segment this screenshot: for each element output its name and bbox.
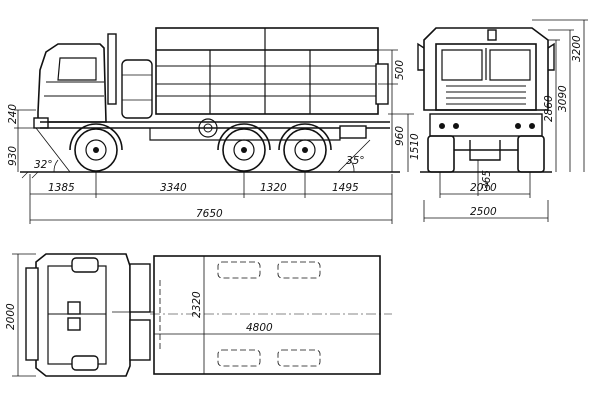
- ground-clearance: 365: [481, 170, 493, 190]
- departure-angle-line: [337, 139, 371, 173]
- middle-wheel: [217, 123, 271, 172]
- front-wheel-plan-right: [71, 355, 99, 371]
- track-width: 2010: [470, 182, 497, 194]
- mid-wheel-plan-left: [217, 261, 261, 279]
- height-three: 3200: [571, 35, 583, 62]
- wheelbase-mid: 3340: [160, 182, 187, 194]
- exhaust-pipe: [107, 33, 117, 105]
- roof-light: [487, 29, 497, 41]
- deck-height: 1510: [409, 133, 421, 160]
- front-left-tire: [427, 135, 455, 173]
- rear-wheel-plan-left: [277, 261, 321, 279]
- cargo-body: [155, 27, 389, 115]
- frame-height: 930: [7, 146, 19, 166]
- cargo-platform: [153, 255, 381, 375]
- cab-front: [435, 43, 537, 111]
- body-width: 2320: [191, 291, 203, 318]
- air-filter: [121, 59, 153, 119]
- wheelbase-front: 1385: [48, 182, 75, 194]
- front-bumper: [33, 117, 49, 129]
- height-two: 3090: [557, 85, 569, 112]
- cab-height: 2860: [543, 95, 555, 122]
- plan-view: 2320 4800 2000: [5, 253, 392, 377]
- bumper-plan: [25, 267, 39, 361]
- spare-wheel: [198, 118, 218, 138]
- cab-plan: [35, 253, 131, 377]
- side-height: 500: [394, 60, 406, 80]
- tool-box: [339, 125, 367, 139]
- cab-window: [57, 57, 97, 81]
- rear-wheel-plan-right: [277, 349, 321, 367]
- overall-width: 2500: [470, 206, 497, 218]
- front-wheel-plan-left: [71, 257, 99, 273]
- front-right-tire: [517, 135, 545, 173]
- front-bumper-front: [429, 113, 543, 137]
- bumper-height: 240: [7, 104, 19, 124]
- fuel-tank: [129, 263, 151, 313]
- rear-wheel: [278, 123, 332, 172]
- rear-overhang: 1495: [332, 182, 359, 194]
- body-length: 4800: [246, 322, 273, 334]
- cab-outline: [37, 43, 107, 123]
- mid-wheel-plan-right: [217, 349, 261, 367]
- cab-roof-hatch: [67, 301, 81, 315]
- front-wheel: [69, 123, 123, 172]
- departure-angle: 35°: [346, 155, 365, 167]
- grille: [446, 85, 526, 105]
- overall-length: 7650: [196, 208, 223, 220]
- cab-width: 2000: [5, 303, 17, 330]
- approach-angle: 32°: [34, 159, 53, 171]
- bogie-distance: 1320: [260, 182, 287, 194]
- side-view: 32° 35° 240 930 500 960 1510 1385 3340 1…: [7, 27, 421, 224]
- approach-angle-line: [35, 127, 71, 173]
- platform-height: 960: [394, 126, 406, 146]
- front-view: 2860 3090 3200 365 2010 2500: [417, 19, 588, 222]
